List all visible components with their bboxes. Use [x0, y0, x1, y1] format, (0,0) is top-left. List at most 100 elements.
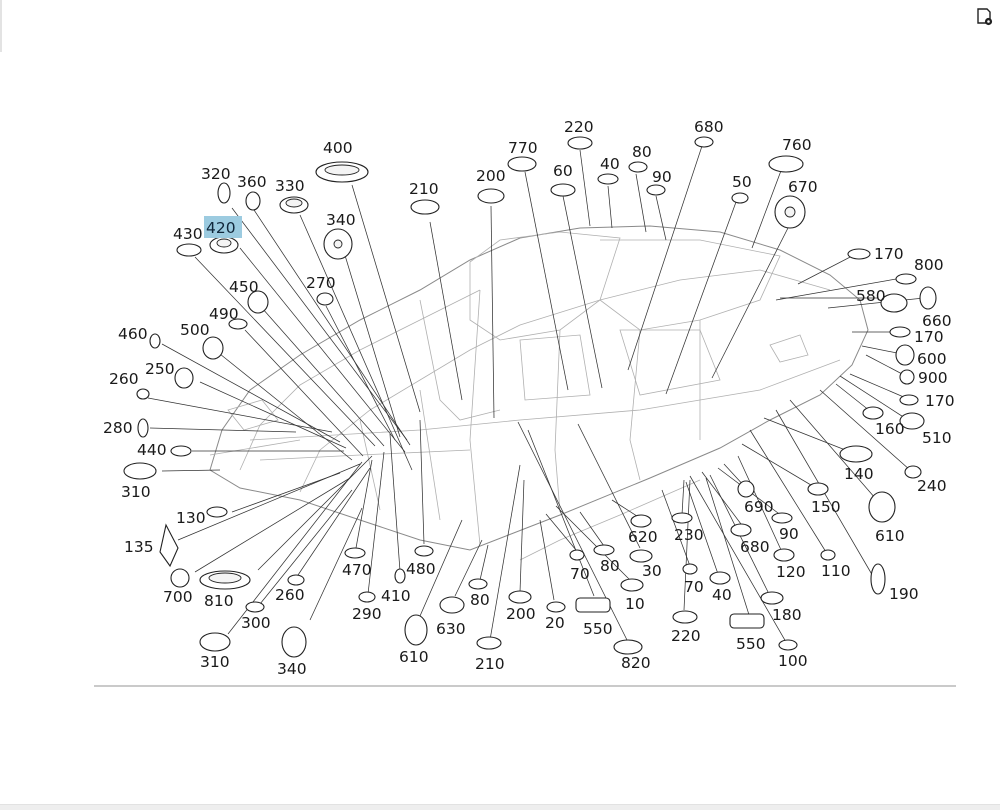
part-label[interactable]: 110 — [821, 562, 851, 580]
part-150-icon[interactable] — [807, 482, 829, 496]
part-30-icon[interactable] — [629, 549, 653, 563]
part-470-icon[interactable] — [344, 547, 366, 559]
part-label[interactable]: 60 — [553, 162, 573, 180]
part-label[interactable]: 310 — [200, 653, 230, 671]
part-label[interactable]: 680 — [740, 538, 770, 556]
part-label[interactable]: 80 — [600, 557, 620, 575]
part-200a-icon[interactable] — [477, 188, 505, 204]
part-label[interactable]: 770 — [508, 139, 538, 157]
part-label[interactable]: 40 — [600, 155, 620, 173]
part-70b-icon[interactable] — [682, 563, 698, 575]
part-310b-icon[interactable] — [199, 632, 231, 652]
part-80a-icon[interactable] — [628, 161, 648, 173]
part-label[interactable]: 400 — [323, 139, 353, 157]
part-label[interactable]: 120 — [776, 563, 806, 581]
part-label[interactable]: 80 — [632, 143, 652, 161]
part-770-icon[interactable] — [507, 156, 537, 172]
part-70a-icon[interactable] — [569, 549, 585, 561]
part-label[interactable]: 490 — [209, 305, 239, 323]
part-label[interactable]: 670 — [788, 178, 818, 196]
part-120-icon[interactable] — [773, 548, 795, 562]
part-100-icon[interactable] — [778, 639, 798, 651]
part-90b-icon[interactable] — [771, 512, 793, 524]
part-760-icon[interactable] — [768, 155, 804, 173]
part-label[interactable]: 760 — [782, 136, 812, 154]
part-label[interactable]: 340 — [326, 211, 356, 229]
part-label[interactable]: 170 — [914, 328, 944, 346]
page-settings-icon[interactable] — [973, 6, 995, 28]
part-160-icon[interactable] — [862, 406, 884, 420]
part-label[interactable]: 630 — [436, 620, 466, 638]
part-label[interactable]: 240 — [917, 477, 947, 495]
part-label[interactable]: 220 — [564, 118, 594, 136]
part-label[interactable]: 30 — [642, 562, 662, 580]
part-500-icon[interactable] — [202, 336, 224, 360]
part-200b-icon[interactable] — [508, 590, 532, 604]
part-label[interactable]: 550 — [583, 620, 613, 638]
part-260b-icon[interactable] — [287, 574, 305, 586]
part-20-icon[interactable] — [546, 601, 566, 613]
part-800-icon[interactable] — [895, 273, 917, 285]
part-label[interactable]: 135 — [124, 538, 154, 556]
part-410-icon[interactable] — [394, 568, 406, 584]
part-10-icon[interactable] — [620, 578, 644, 592]
part-label[interactable]: 440 — [137, 441, 167, 459]
part-label[interactable]: 210 — [409, 180, 439, 198]
part-550b-icon[interactable] — [729, 613, 765, 629]
part-630-icon[interactable] — [439, 596, 465, 614]
part-label[interactable]: 330 — [275, 177, 305, 195]
part-label[interactable]: 70 — [684, 578, 704, 596]
part-480-icon[interactable] — [414, 545, 434, 557]
part-60-icon[interactable] — [550, 183, 576, 197]
part-label[interactable]: 360 — [237, 173, 267, 191]
part-250-icon[interactable] — [174, 367, 194, 389]
part-170a-icon[interactable] — [899, 394, 919, 406]
part-80b-icon[interactable] — [468, 578, 488, 590]
part-90a-icon[interactable] — [646, 184, 666, 196]
part-230-icon[interactable] — [671, 512, 693, 524]
part-label[interactable]: 300 — [241, 614, 271, 632]
part-310a-icon[interactable] — [123, 462, 157, 480]
part-label[interactable]: 20 — [545, 614, 565, 632]
part-label[interactable]: 900 — [918, 369, 948, 387]
part-460-icon[interactable] — [149, 333, 161, 349]
part-130-icon[interactable] — [206, 506, 228, 518]
part-680b-icon[interactable] — [730, 523, 752, 537]
part-label[interactable]: 690 — [744, 498, 774, 516]
part-label[interactable]: 430 — [173, 225, 203, 243]
part-170b-icon[interactable] — [889, 326, 911, 338]
part-label[interactable]: 90 — [779, 525, 799, 543]
part-610a-icon[interactable] — [404, 614, 428, 646]
part-label[interactable]: 510 — [922, 429, 952, 447]
part-label[interactable]: 700 — [163, 588, 193, 606]
part-40b-icon[interactable] — [709, 571, 731, 585]
part-620-icon[interactable] — [630, 514, 652, 528]
part-label[interactable]: 130 — [176, 509, 206, 527]
part-580-icon[interactable] — [880, 293, 908, 313]
part-label[interactable]: 810 — [204, 592, 234, 610]
part-240-icon[interactable] — [904, 465, 922, 479]
part-label[interactable]: 600 — [917, 350, 947, 368]
part-600-icon[interactable] — [895, 344, 915, 366]
part-label[interactable]: 100 — [778, 652, 808, 670]
part-label[interactable]: 230 — [674, 526, 704, 544]
part-510-icon[interactable] — [899, 412, 925, 430]
part-label[interactable]: 320 — [201, 165, 231, 183]
part-label[interactable]: 160 — [875, 420, 905, 438]
part-label[interactable]: 820 — [621, 654, 651, 672]
part-450-icon[interactable] — [247, 290, 269, 314]
part-210b-icon[interactable] — [476, 636, 502, 650]
part-820-icon[interactable] — [613, 639, 643, 655]
part-label[interactable]: 410 — [381, 587, 411, 605]
part-290-icon[interactable] — [358, 591, 376, 603]
part-label[interactable]: 170 — [874, 245, 904, 263]
part-label[interactable]: 150 — [811, 498, 841, 516]
part-210a-icon[interactable] — [410, 199, 440, 215]
part-label-selected[interactable]: 420 — [206, 219, 236, 237]
part-label[interactable]: 610 — [399, 648, 429, 666]
part-610b-icon[interactable] — [868, 491, 896, 523]
part-label[interactable]: 680 — [694, 118, 724, 136]
part-label[interactable]: 580 — [856, 287, 886, 305]
part-label[interactable]: 50 — [732, 173, 752, 191]
part-label[interactable]: 340 — [277, 660, 307, 678]
